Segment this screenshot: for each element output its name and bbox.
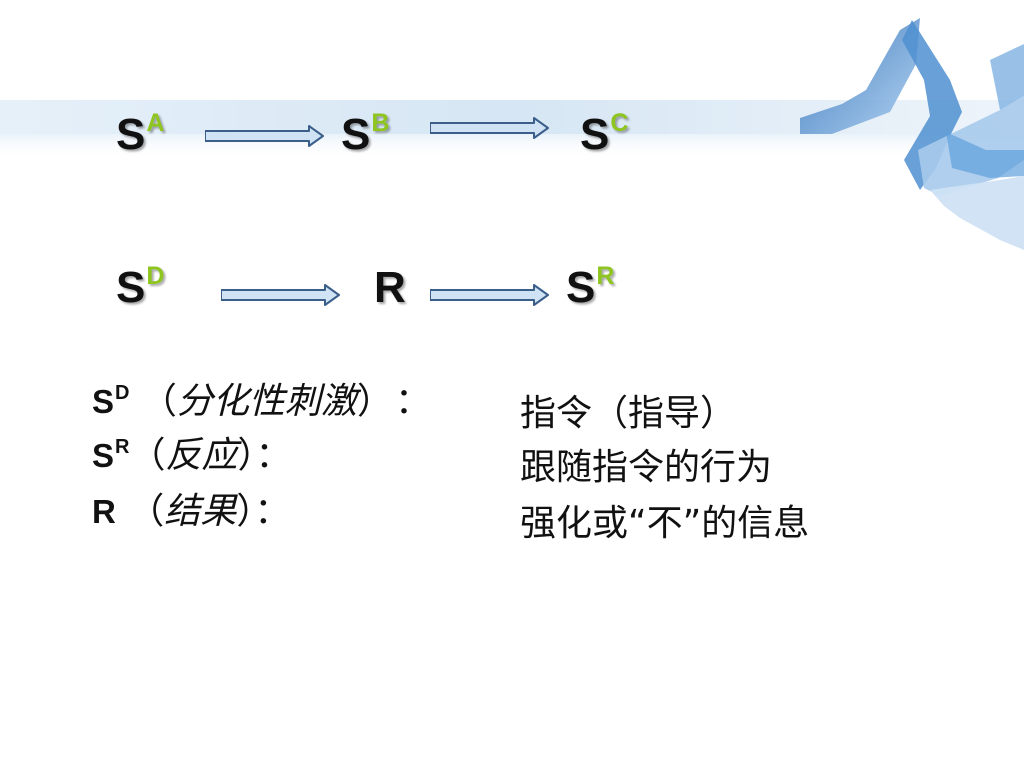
node-sr: SR bbox=[566, 263, 614, 312]
node-sc-sup: C bbox=[610, 109, 629, 137]
legend-paren-open: （ bbox=[116, 491, 165, 532]
arrow-sd-r bbox=[221, 284, 340, 306]
legend-row-sr: SR（反应）： bbox=[92, 435, 292, 476]
node-sd-sup: D bbox=[146, 262, 165, 290]
node-sc: SC bbox=[580, 110, 628, 159]
legend-colon: ： bbox=[394, 381, 431, 422]
ribbon-graphic bbox=[800, 18, 1024, 250]
arrow-r-sr bbox=[430, 284, 549, 306]
background-decoration bbox=[0, 18, 1024, 250]
arrow-sb-sc bbox=[430, 117, 549, 139]
legend-term: R bbox=[92, 493, 116, 530]
node-sc-base: S bbox=[580, 110, 610, 159]
legend-definition-sr: 跟随指令的行为 bbox=[520, 447, 773, 488]
legend-name: 结果 bbox=[164, 491, 237, 532]
legend-paren-close: ） bbox=[237, 435, 256, 476]
legend-name: 分化性刺激 bbox=[176, 381, 357, 422]
legend-paren-open: （ bbox=[129, 435, 166, 476]
node-sd-base: S bbox=[116, 263, 146, 312]
node-sr-base: S bbox=[566, 263, 596, 312]
node-r: R bbox=[374, 266, 406, 310]
legend-paren-close: ） bbox=[356, 381, 375, 422]
node-sa: SA bbox=[116, 110, 164, 159]
node-sr-sup: R bbox=[596, 262, 615, 290]
legend-row-r: R （结果）： bbox=[92, 494, 290, 530]
legend-colon: ： bbox=[254, 491, 291, 532]
node-r-base: R bbox=[374, 263, 406, 312]
legend-name: 反应 bbox=[165, 435, 238, 476]
legend-definition-sd: 指令（指导） bbox=[520, 393, 737, 434]
node-sa-sup: A bbox=[146, 109, 165, 137]
legend-term: SR bbox=[92, 436, 130, 474]
legend-row-sd: SD （分化性刺激） ： bbox=[92, 381, 431, 422]
arrow-sa-sb bbox=[205, 125, 324, 147]
node-sd: SD bbox=[116, 263, 164, 312]
legend-definition-r: 强化或“不”的信息 bbox=[520, 503, 810, 544]
legend-colon: ： bbox=[255, 435, 292, 476]
legend-term: SD bbox=[92, 382, 130, 420]
node-sb: SB bbox=[341, 110, 389, 159]
node-sb-base: S bbox=[341, 110, 371, 159]
node-sb-sup: B bbox=[371, 109, 390, 137]
legend-paren-open: （ bbox=[129, 381, 177, 422]
node-sa-base: S bbox=[116, 110, 146, 159]
legend-paren-close: ） bbox=[236, 491, 255, 532]
